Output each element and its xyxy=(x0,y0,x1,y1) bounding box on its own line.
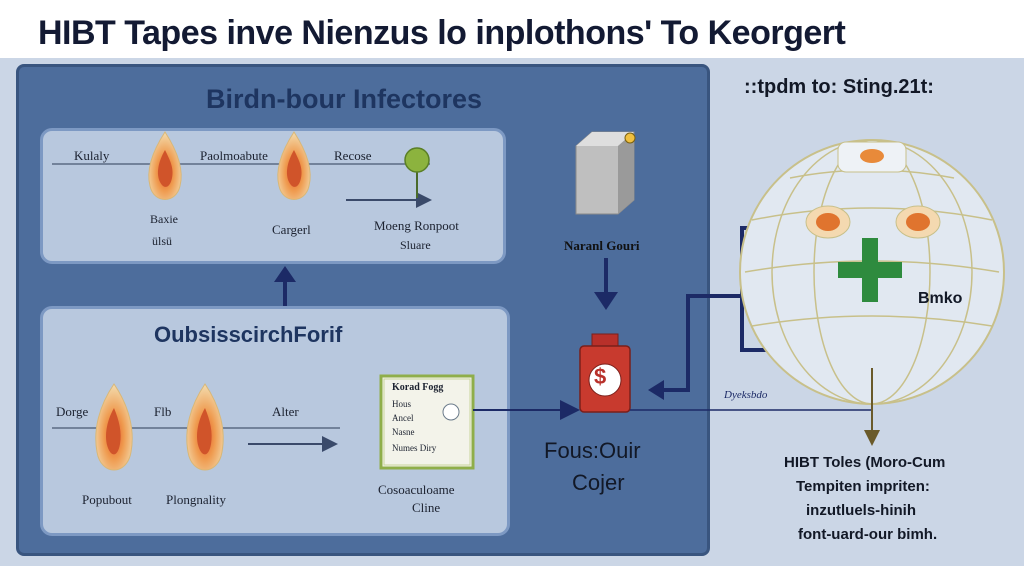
card-line-2: Ancel xyxy=(392,413,414,423)
plus-icon xyxy=(838,238,902,302)
top-caption-2: Cargerl xyxy=(272,222,311,237)
top-label-2: Paolmoabute xyxy=(200,148,268,163)
server-box-icon xyxy=(575,131,636,215)
focus-label-1: Fous:Ouir xyxy=(544,438,641,463)
card-line-1: Hous xyxy=(392,399,412,409)
card-caption-1: Cosoaculoame xyxy=(378,482,455,497)
bottom-caption-2: Plongnality xyxy=(166,492,226,507)
bottom-panel-title: OubsisscirchForif xyxy=(154,322,343,347)
server-caption: Naranl Gouri xyxy=(564,238,640,253)
top-caption-1b: ülsü xyxy=(152,234,173,248)
bottom-label-3: Alter xyxy=(272,404,299,419)
down-arrow xyxy=(594,258,618,310)
main-title: HIBT Tapes inve Nienzus lo inplothons' T… xyxy=(38,14,846,52)
connector-arrow-head xyxy=(648,380,664,400)
top-label-3: Recose xyxy=(334,148,372,163)
globe-down-arrow xyxy=(864,368,880,446)
bottom-label-1: Dorge xyxy=(56,404,89,419)
top-caption-3a: Moeng Ronpoot xyxy=(374,218,459,233)
right-caption-1: HIBT Toles (Moro-Cum xyxy=(784,454,946,471)
flame-icon xyxy=(95,383,133,471)
right-caption-4: font-uard-our bimh. xyxy=(798,526,938,543)
bottom-label-2: Flb xyxy=(154,404,172,419)
top-panel-title: Birdn-bour Infectores xyxy=(206,84,483,114)
line-label: Dyeksbdo xyxy=(724,389,768,401)
right-caption-2: Tempiten impriten: xyxy=(796,478,930,495)
focus-to-globe-connector xyxy=(652,294,744,392)
top-caption-3b: Sluare xyxy=(400,238,431,252)
dollar-sign: $ xyxy=(594,364,607,389)
card-title: Korad Fogg xyxy=(392,382,444,393)
dollar-tag-icon xyxy=(579,333,631,413)
top-caption-1a: Baxie xyxy=(150,212,178,226)
focus-label-2: Cojer xyxy=(572,470,625,495)
up-arrow xyxy=(274,266,296,306)
right-caption-3: inzutluels-hinih xyxy=(806,502,916,519)
globe-label: Bmko xyxy=(918,290,963,307)
bottom-caption-1: Popubout xyxy=(82,492,132,507)
document-card-icon xyxy=(379,374,475,470)
card-line-3: Nasne xyxy=(392,427,415,437)
flame-icon xyxy=(277,131,311,200)
card-caption-2: Cline xyxy=(412,500,441,515)
right-top-label: ::tpdm to: Sting.21t: xyxy=(744,76,934,98)
tree-icon xyxy=(404,147,430,198)
flame-icon xyxy=(186,383,224,471)
card-line-4: Numes Diry xyxy=(392,443,437,453)
flame-icon xyxy=(148,131,182,200)
top-label-1: Kulaly xyxy=(74,148,110,163)
